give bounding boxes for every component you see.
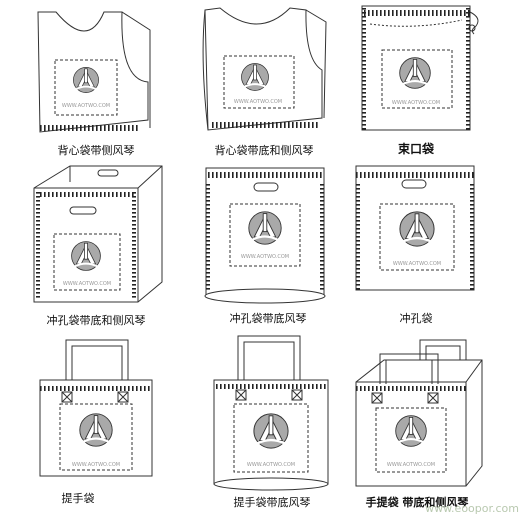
bag-logo-text: WWW.AOTWO.COM <box>234 99 282 105</box>
bag-handle <box>39 339 153 477</box>
label-bag-6: 冲孔袋 <box>399 312 433 325</box>
bag-punch <box>355 165 475 291</box>
label-bag-1: 背心袋带侧风琴 <box>57 144 135 157</box>
bag-vest-bottom-side-gusset <box>202 7 327 131</box>
label-bag-9: 手提袋 带底和侧风琴 <box>365 496 469 509</box>
bag-logo-text: WWW.AOTWO.COM <box>247 462 295 468</box>
bag-handle-bottom-gusset <box>213 335 329 491</box>
bag-logo-text: WWW.AOTWO.COM <box>62 103 110 109</box>
label-bag-3: 束口袋 <box>397 142 434 156</box>
bag-handle-bottom-side-gusset <box>355 339 483 487</box>
bag-logo-text: WWW.AOTWO.COM <box>392 100 440 106</box>
bag-logo-text: WWW.AOTWO.COM <box>63 281 111 287</box>
bag-logo-text: WWW.AOTWO.COM <box>72 462 120 468</box>
site-watermark: www.eoopor.com <box>425 502 519 515</box>
label-bag-7: 提手袋 <box>61 492 95 505</box>
bag-logo-text: WWW.AOTWO.COM <box>393 261 441 267</box>
label-bag-5: 冲孔袋带底风琴 <box>229 312 307 325</box>
bag-drawstring <box>361 5 479 131</box>
bag-logo-text: WWW.AOTWO.COM <box>387 462 435 468</box>
bag-vest-side-gusset <box>37 11 151 133</box>
label-bag-2: 背心袋带底和侧风琴 <box>214 144 314 157</box>
bag-punch-bottom-side-gusset <box>33 165 163 303</box>
bag-punch-bottom-gusset <box>204 167 326 304</box>
label-bag-4: 冲孔袋带底和侧风琴 <box>46 314 146 327</box>
bag-logo-text: WWW.AOTWO.COM <box>241 254 289 260</box>
label-bag-8: 提手袋带底风琴 <box>233 496 311 509</box>
